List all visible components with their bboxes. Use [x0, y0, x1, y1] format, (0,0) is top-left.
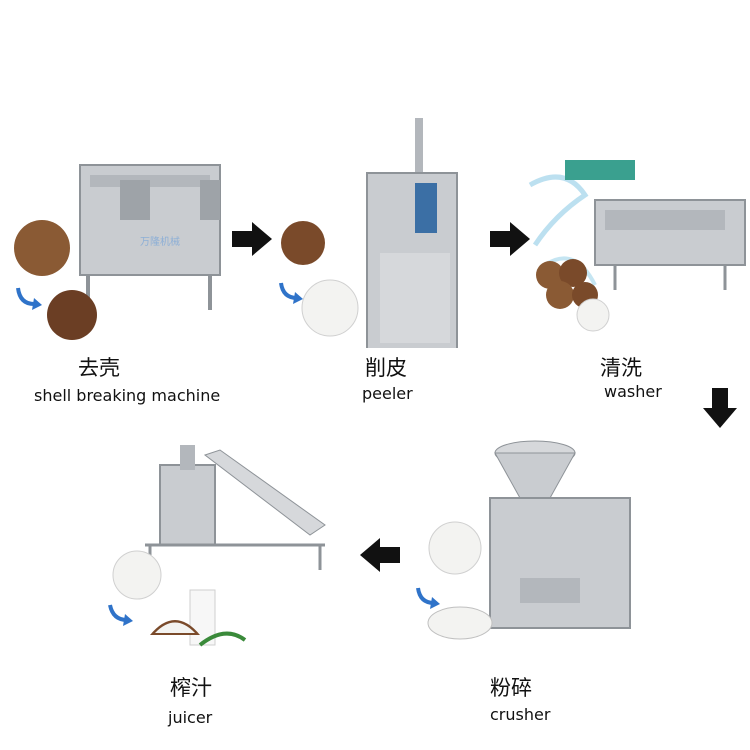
juicer-machine-illustration	[108, 445, 326, 647]
step-peeler	[275, 118, 475, 348]
step-2-cn-label: 削皮	[365, 356, 407, 380]
coconut-powder-icon	[427, 606, 493, 640]
right-arrow-icon	[232, 222, 272, 256]
step-5-en-label: juicer	[168, 708, 213, 727]
shelled-coconut-icon	[47, 290, 97, 340]
step-juicer	[105, 440, 335, 650]
down-arrow-icon	[703, 388, 737, 428]
whole-coconut-icon	[14, 220, 70, 276]
step-4-en-label: crusher	[490, 705, 551, 724]
step-1-cn-label: 去壳	[78, 356, 120, 380]
right-arrow-icon	[490, 222, 530, 256]
left-arrow-icon	[360, 538, 400, 572]
step-shell-breaking: 万隆机械	[10, 160, 240, 350]
step-1-en-label: shell breaking machine	[34, 386, 221, 405]
peeler-machine-illustration	[279, 118, 458, 348]
washer-machine-illustration	[528, 160, 746, 332]
step-4-cn-label: 粉碎	[490, 676, 532, 700]
step-3-en-label: washer	[604, 382, 662, 401]
watermark: 万隆机械	[140, 235, 180, 248]
curved-arrow-icon	[16, 287, 37, 307]
step-5-cn-label: 榨汁	[170, 676, 212, 700]
step-2-en-label: peeler	[362, 384, 413, 403]
peeled-coconut-icon	[112, 550, 162, 600]
step-crusher	[410, 438, 640, 663]
step-3-cn-label: 清洗	[600, 356, 642, 380]
shelled-coconut-icon	[281, 221, 325, 265]
crusher-machine-illustration	[416, 440, 631, 640]
peeled-coconut-icon	[301, 279, 359, 337]
juice-glass-icon	[189, 589, 216, 646]
peeled-coconut-icon	[428, 521, 482, 575]
step-washer	[525, 155, 750, 340]
shell-breaking-machine-illustration: 万隆机械	[14, 164, 221, 340]
